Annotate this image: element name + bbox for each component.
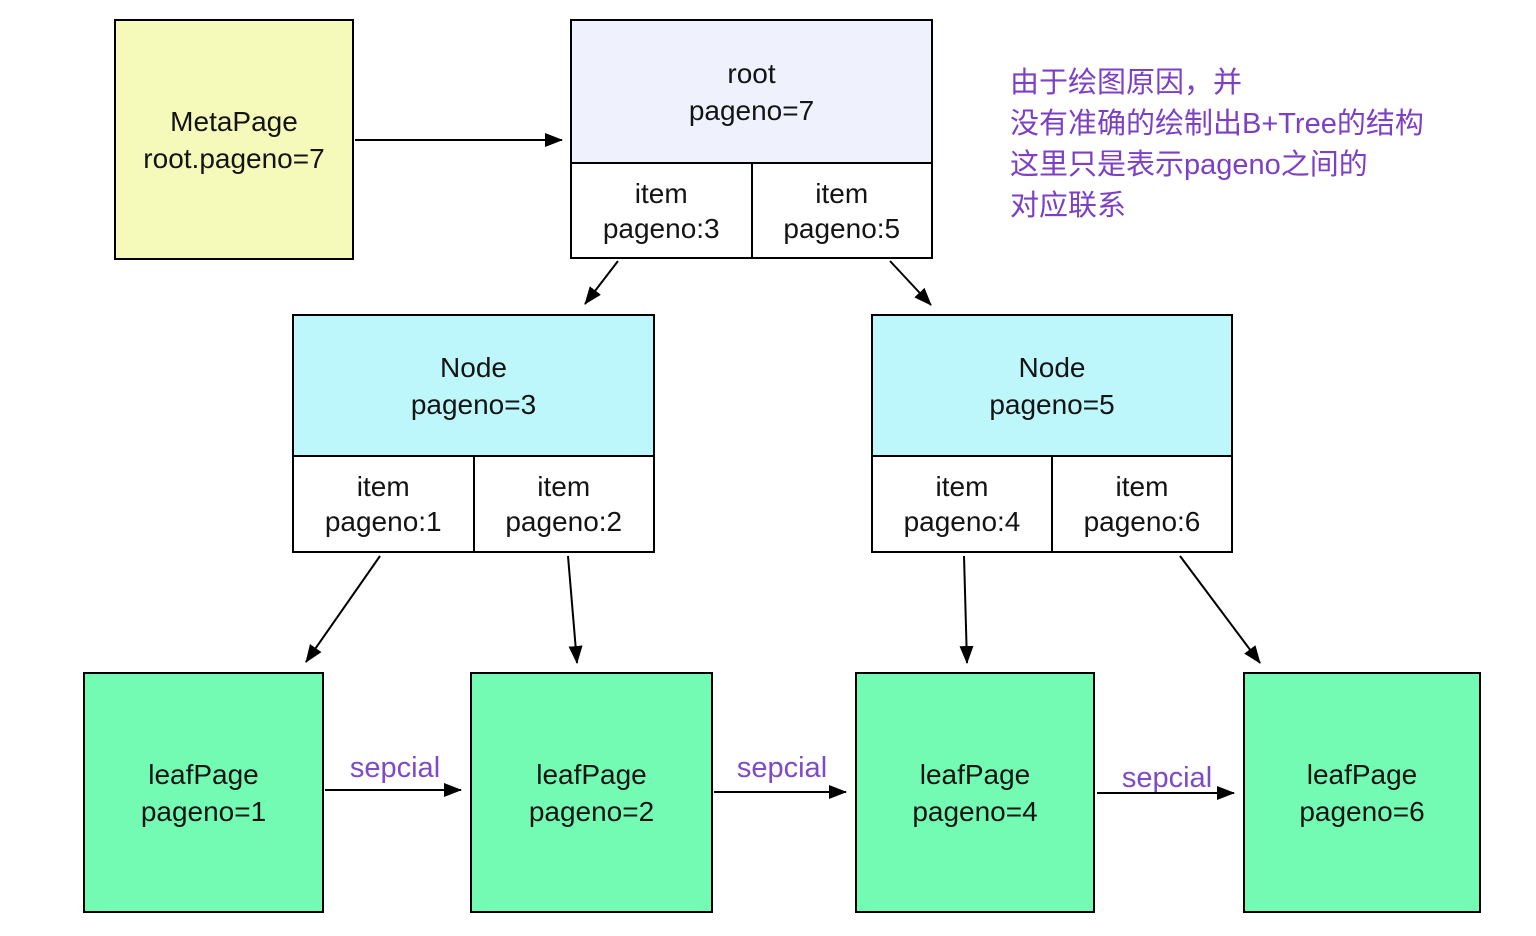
root-item-pageno3: item pageno:3 bbox=[572, 164, 753, 257]
node5-items-row: item pageno:4 item pageno:6 bbox=[873, 457, 1231, 551]
leaf1-title: leafPage bbox=[148, 758, 259, 790]
node5-item-0-label: item bbox=[935, 471, 989, 502]
node-box-pageno3: Node pageno=3 item pageno:1 item pageno:… bbox=[292, 314, 655, 553]
arrow-node3item2-to-leaf2 bbox=[567, 555, 583, 664]
node3-items-row: item pageno:1 item pageno:2 bbox=[294, 457, 653, 551]
node3-item-pageno2: item pageno:2 bbox=[475, 457, 654, 551]
leaf-link-label-1: sepcial bbox=[349, 752, 441, 784]
leafpage-box-pageno6: leafPage pageno=6 bbox=[1243, 672, 1481, 913]
root-page-items-row: item pageno:3 item pageno:5 bbox=[572, 164, 931, 257]
node3-item-0-pageno: pageno:1 bbox=[324, 506, 442, 537]
annotation-line-1: 由于绘图原因，并 bbox=[1010, 67, 1243, 99]
leaf2-title: leafPage bbox=[536, 758, 647, 790]
arrow-rootitem3-to-node3 bbox=[584, 260, 619, 305]
leaf1-pageno: pageno=1 bbox=[140, 795, 267, 827]
leaf4-title: leafPage bbox=[919, 758, 1031, 790]
node3-item-0-label: item bbox=[356, 471, 410, 502]
node3-header: Node pageno=3 bbox=[294, 316, 653, 457]
node5-item-0-pageno: pageno:4 bbox=[903, 506, 1021, 537]
root-item-1-label: item bbox=[815, 177, 869, 209]
leafpage-box-pageno4: leafPage pageno=4 bbox=[855, 672, 1095, 913]
metapage-root-pageno: root.pageno=7 bbox=[143, 142, 325, 174]
node5-pageno: pageno=5 bbox=[989, 388, 1115, 420]
annotation-line-4: 对应联系 bbox=[1010, 190, 1127, 222]
leaf4-pageno: pageno=4 bbox=[912, 795, 1038, 827]
node5-item-1-pageno: pageno:6 bbox=[1083, 506, 1201, 537]
leaf-link-label-2: sepcial bbox=[736, 752, 828, 784]
metapage-box: MetaPage root.pageno=7 bbox=[114, 19, 354, 260]
node3-item-1-pageno: pageno:2 bbox=[505, 506, 623, 537]
leafpage-box-pageno1: leafPage pageno=1 bbox=[83, 672, 324, 913]
leaf-link-label-3: sepcial bbox=[1121, 762, 1213, 794]
root-item-0-pageno: pageno:3 bbox=[602, 212, 720, 244]
arrow-node5item6-to-leaf6 bbox=[1179, 555, 1261, 664]
leaf6-pageno: pageno=6 bbox=[1299, 795, 1425, 827]
annotation-note: 由于绘图原因，并 没有准确的绘制出B+Tree的结构 这里只是表示pageno之… bbox=[1010, 63, 1424, 227]
node5-item-1-label: item bbox=[1115, 471, 1169, 502]
node3-item-pageno1: item pageno:1 bbox=[294, 457, 475, 551]
leaf2-pageno: pageno=2 bbox=[528, 795, 655, 827]
arrow-node5item4-to-leaf4 bbox=[959, 555, 974, 664]
metapage-title: MetaPage bbox=[170, 105, 298, 137]
arrow-node3item1-to-leaf1 bbox=[305, 555, 381, 663]
arrow-rootitem5-to-node5 bbox=[889, 260, 932, 306]
annotation-line-2: 没有准确的绘制出B+Tree的结构 bbox=[1010, 108, 1424, 140]
node-box-pageno5: Node pageno=5 item pageno:4 item pageno:… bbox=[871, 314, 1233, 553]
root-item-0-label: item bbox=[634, 177, 688, 209]
node3-title: Node bbox=[440, 351, 507, 383]
leaf6-title: leafPage bbox=[1306, 758, 1418, 790]
root-item-1-pageno: pageno:5 bbox=[783, 212, 901, 244]
node3-pageno: pageno=3 bbox=[410, 388, 537, 420]
node5-title: Node bbox=[1018, 351, 1086, 383]
root-page-pageno: pageno=7 bbox=[688, 94, 815, 126]
root-page-box: root pageno=7 item pageno:3 item pageno:… bbox=[570, 19, 933, 259]
node5-item-pageno4: item pageno:4 bbox=[873, 457, 1053, 551]
node3-item-1-label: item bbox=[537, 471, 591, 502]
leafpage-box-pageno2: leafPage pageno=2 bbox=[470, 672, 713, 913]
root-page-header: root pageno=7 bbox=[572, 21, 931, 164]
annotation-line-3: 这里只是表示pageno之间的 bbox=[1010, 149, 1368, 181]
node5-item-pageno6: item pageno:6 bbox=[1053, 457, 1231, 551]
root-item-pageno5: item pageno:5 bbox=[753, 164, 932, 257]
root-page-title: root bbox=[727, 57, 776, 89]
node5-header: Node pageno=5 bbox=[873, 316, 1231, 457]
